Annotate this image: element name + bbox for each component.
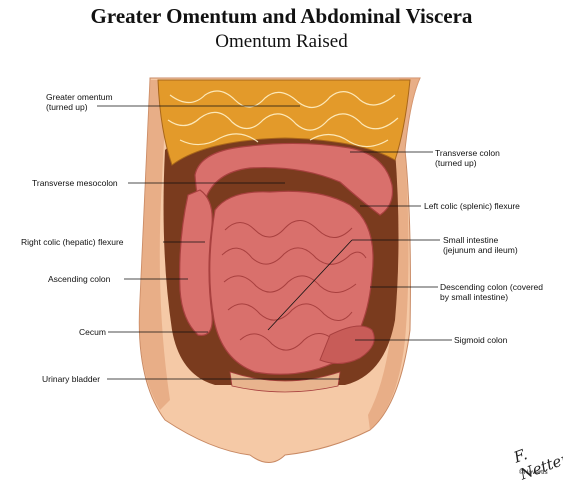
urinary-bladder — [229, 371, 341, 393]
page-title: Greater Omentum and Abdominal Viscera — [90, 4, 473, 28]
label-left-colic-flexure: Left colic (splenic) flexure — [424, 201, 520, 211]
label-small-intestine: Small intestine (jejunum and ileum) — [443, 235, 518, 255]
page-subtitle: Omentum Raised — [215, 31, 348, 52]
label-small-intestine-line2: (jejunum and ileum) — [443, 245, 518, 255]
label-greater-omentum: Greater omentum (turned up) — [46, 92, 113, 112]
label-sigmoid-colon: Sigmoid colon — [454, 335, 508, 345]
label-descending-colon: Descending colon (covered by small intes… — [440, 282, 543, 302]
label-urinary-bladder: Urinary bladder — [42, 374, 101, 384]
greater-omentum — [157, 79, 411, 166]
label-transverse-colon: Transverse colon (turned up) — [435, 148, 500, 168]
label-small-intestine-line1: Small intestine — [443, 235, 499, 245]
label-greater-omentum-line2: (turned up) — [46, 102, 88, 112]
sigmoid-colon — [319, 325, 375, 364]
label-right-colic-flexure: Right colic (hepatic) flexure — [21, 237, 124, 247]
label-transverse-colon-line1: Transverse colon — [435, 148, 500, 158]
leader-lines — [97, 105, 452, 380]
transverse-colon — [194, 142, 394, 216]
copyright-credit: ©Novartis — [519, 469, 548, 476]
label-ascending-colon: Ascending colon — [48, 274, 111, 284]
label-descending-colon-line1: Descending colon (covered — [440, 282, 544, 292]
ascending-colon — [179, 189, 213, 336]
label-transverse-colon-line2: (turned up) — [435, 158, 477, 168]
label-descending-colon-line2: by small intestine) — [440, 292, 509, 302]
label-transverse-mesocolon: Transverse mesocolon — [32, 178, 118, 188]
label-greater-omentum-line1: Greater omentum — [46, 92, 113, 102]
label-cecum: Cecum — [79, 327, 106, 337]
